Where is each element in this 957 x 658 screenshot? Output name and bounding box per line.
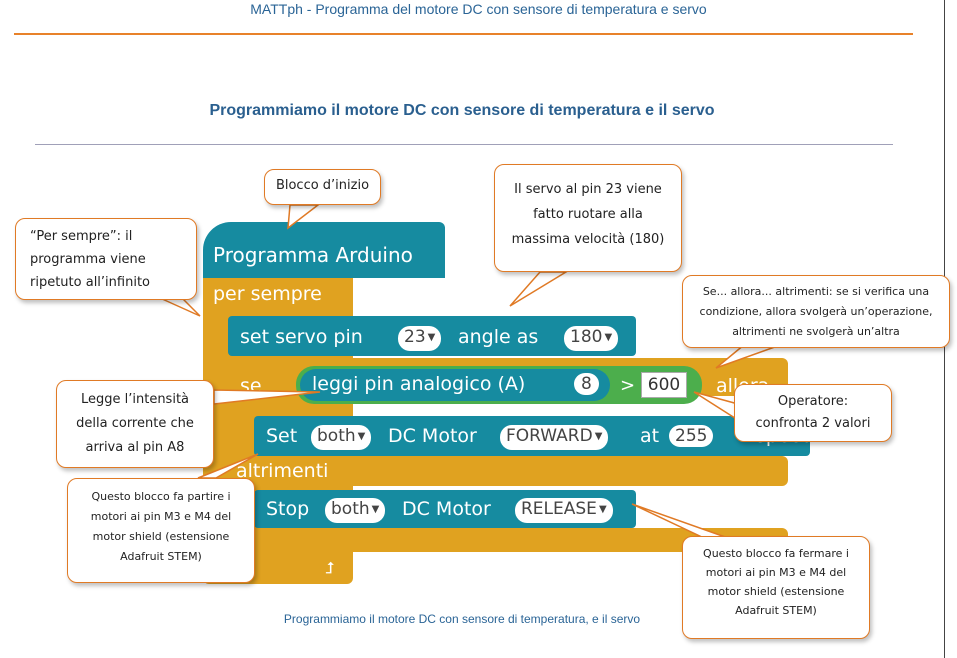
callout-stop-motor: Questo blocco fa fermare i motori ai pin… [682,536,870,639]
callout-operator: Operatore: confronta 2 valori [734,384,892,442]
callout-read-line2: della corrente che [76,416,194,431]
section-title: Programmiamo il motore DC con sensore di… [209,102,715,119]
dropdown-arrow-icon: ▼ [594,431,603,442]
motor-mode-value: RELEASE [521,499,597,519]
motor-direction-value: FORWARD [506,426,593,446]
callout-forever-line3: ripetuto all’infinito [30,275,150,290]
motor-stop-prefix: Stop [266,498,310,520]
callout-start-motor: Questo blocco fa partire i motori ai pin… [67,478,255,583]
servo-angle-dropdown[interactable]: 180▼ [564,326,619,351]
header-divider [14,33,913,35]
callout-servo-line2: fatto ruotare alla [533,207,643,222]
callout-operator-line2: confronta 2 valori [755,416,871,431]
dropdown-arrow-icon: ▼ [604,332,613,343]
callout-forever-line1: “Per sempre”: il [30,229,133,244]
motor-set-which-dropdown[interactable]: both▼ [311,425,372,450]
callout-ifelse-line2: condizione, allora svolgerà un’operazion… [699,305,933,318]
callout-operator-line1: Operatore: [777,394,849,409]
read-pin-input[interactable]: 8 [574,373,599,395]
callout-start-block: Blocco d’inizio [264,169,381,205]
read-analog-block [300,369,610,401]
servo-mid: angle as [458,326,539,348]
section-divider [35,144,893,145]
callout-start-motor-line4: Adafruit STEM) [120,550,202,563]
callout-read-line1: Legge l’intensità [80,392,190,407]
figure-caption: Programmiamo il motore DC con sensore di… [283,612,641,626]
motor-speed-input[interactable]: 255 [669,425,714,447]
dropdown-arrow-icon: ▼ [598,504,607,515]
motor-set-which-value: both [317,426,356,446]
forever-label: per sempre [213,283,322,305]
servo-pin-value: 23 [404,327,426,347]
program-hat-block [203,222,445,278]
callout-servo-line1: Il servo al pin 23 viene [514,182,662,197]
motor-mode-dropdown[interactable]: RELEASE▼ [515,498,613,523]
operator-callout-tail [693,391,739,422]
motor-stop-which-dropdown[interactable]: both▼ [325,498,386,523]
callout-start-text: Blocco d’inizio [275,178,370,193]
servo-prefix: set servo pin [240,326,363,348]
else-bar [228,456,788,486]
callout-stop-motor-line2: motori ai pin M3 e M4 del [705,566,847,579]
callout-forever-line2: programma viene [30,252,146,267]
dropdown-arrow-icon: ▼ [427,332,436,343]
servo-angle-value: 180 [570,327,603,347]
motor-set-prefix: Set [266,425,298,447]
document-header: MATTph - Programma del motore DC con sen… [250,1,707,17]
program-label: Programma Arduino [213,243,413,267]
start-callout-tail [287,204,321,230]
threshold-value: 600 [647,375,681,395]
motor-set-mid: DC Motor [388,425,477,447]
callout-read-analog: Legge l’intensità della corrente che arr… [56,380,214,468]
servo-pin-dropdown[interactable]: 23▼ [398,326,442,351]
servo-callout-tail [509,271,569,307]
read-analog-label: leggi pin analogico (A) [312,373,526,395]
read-callout-tail [213,389,321,405]
motor-set-at: at [640,425,660,447]
stop-motor-callout-tail [631,503,729,539]
callout-servo: Il servo al pin 23 viene fatto ruotare a… [494,164,682,272]
motor-speed-value: 255 [675,426,708,446]
callout-stop-motor-line3: motor shield (estensione [707,585,845,598]
callout-ifelse-line1: Se... allora... altrimenti: se si verifi… [702,285,930,298]
callout-forever: “Per sempre”: il programma viene ripetut… [15,218,197,300]
threshold-input[interactable]: 600 [641,372,687,398]
callout-stop-motor-line4: Adafruit STEM) [735,604,817,617]
callout-if-else: Se... allora... altrimenti: se si verifi… [682,275,950,348]
else-label: altrimenti [236,460,329,482]
read-pin-value: 8 [581,374,592,394]
callout-read-line3: arriva al pin A8 [85,440,185,455]
forever-callout-tail [159,297,201,317]
callout-ifelse-line3: altrimenti ne svolgerà un’altra [732,325,900,338]
motor-stop-mid: DC Motor [402,498,491,520]
motor-stop-which-value: both [331,499,370,519]
callout-start-motor-line2: motori ai pin M3 e M4 del [90,510,232,523]
loop-arrow-icon: ⮥ [325,558,335,577]
dropdown-arrow-icon: ▼ [357,431,366,442]
callout-servo-line3: massima velocità (180) [511,232,665,247]
motor-direction-dropdown[interactable]: FORWARD▼ [500,425,609,450]
callout-start-motor-line1: Questo blocco fa partire i [91,490,231,503]
dropdown-arrow-icon: ▼ [371,504,380,515]
callout-stop-motor-line1: Questo blocco fa fermare i [703,547,849,560]
callout-start-motor-line3: motor shield (estensione [92,530,230,543]
forever-loop-top [203,278,353,314]
operator-label[interactable]: > [620,375,636,396]
